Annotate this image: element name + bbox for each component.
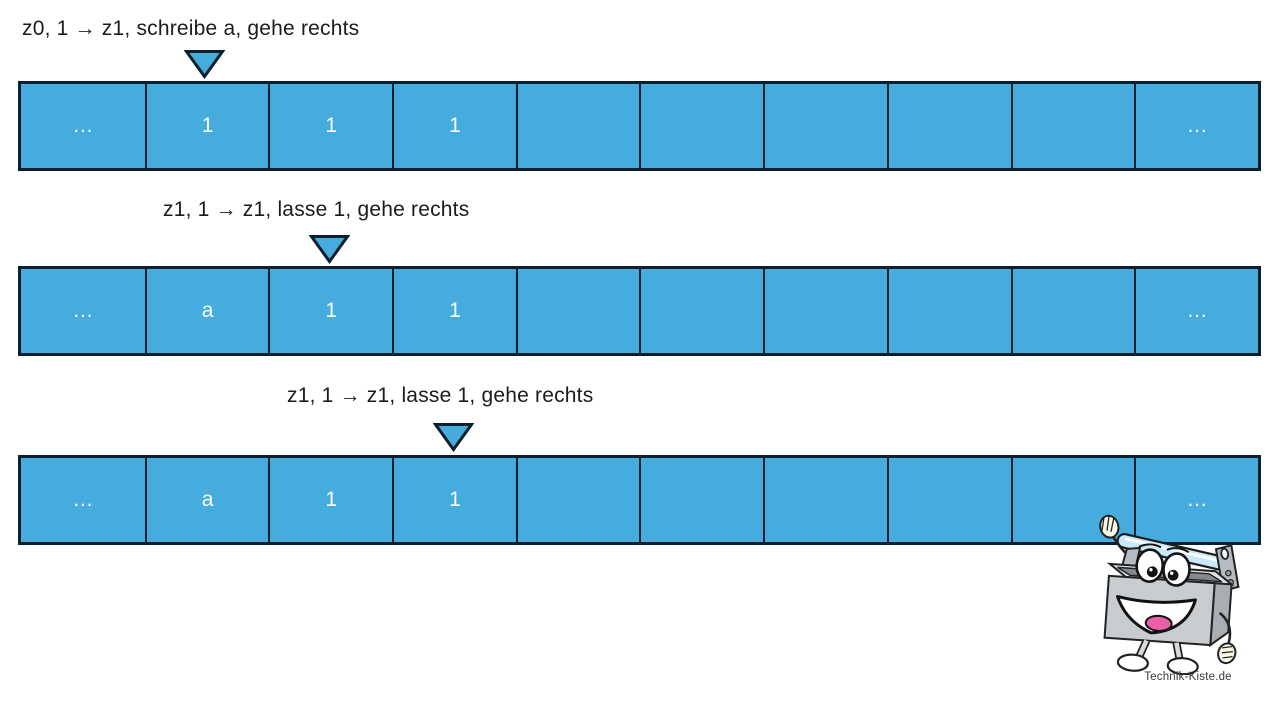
tape-cell: [886, 84, 1011, 168]
tape-cell: 1: [392, 84, 516, 168]
mascot-caption: Technik-Kiste.de: [1144, 671, 1232, 683]
tape-cell: [763, 269, 887, 353]
tape-cell: a: [144, 269, 269, 353]
tape-cell: 1: [268, 84, 393, 168]
transition-rule-1: z0, 1 → z1, schreibe a, gehe rechts: [22, 17, 360, 40]
tape-cell: 1: [268, 458, 393, 542]
head-pointer-icon: [309, 235, 350, 264]
tape-cell: [1010, 269, 1135, 353]
tape-cell: …: [1134, 84, 1258, 168]
tape-cell: [763, 458, 887, 542]
tape-cell: [515, 458, 640, 542]
tape-cell: [1010, 84, 1135, 168]
transition-rule-2: z1, 1 → z1, lasse 1, gehe rechts: [163, 198, 470, 221]
toolbox-mascot-icon: [1099, 514, 1240, 675]
tape-cell: 1: [392, 458, 516, 542]
tape-cell: …: [1134, 269, 1258, 353]
tape-cell: …: [21, 458, 145, 542]
tape-cell: [886, 458, 1011, 542]
tape-cell: [886, 269, 1011, 353]
tape-cell: [639, 84, 764, 168]
tape-cell: 1: [392, 269, 516, 353]
tape-cell: [639, 458, 764, 542]
tape-cell: a: [144, 458, 269, 542]
tape-cell: 1: [268, 269, 393, 353]
tape-cell: [515, 269, 640, 353]
tape-row-1: … 1 1 1 …: [18, 81, 1261, 171]
tape-row-3: … a 1 1 …: [18, 455, 1261, 545]
tape-cell: …: [1134, 458, 1258, 542]
transition-rule-3: z1, 1 → z1, lasse 1, gehe rechts: [287, 384, 594, 407]
tape-cell: 1: [144, 84, 269, 168]
head-pointer-icon: [184, 50, 225, 79]
tape-cell: [515, 84, 640, 168]
tape-cell: [763, 84, 887, 168]
tape-cell: …: [21, 84, 145, 168]
head-pointer-icon: [433, 423, 474, 452]
tape-cell: [639, 269, 764, 353]
tape-row-2: … a 1 1 …: [18, 266, 1261, 356]
tape-cell: …: [21, 269, 145, 353]
